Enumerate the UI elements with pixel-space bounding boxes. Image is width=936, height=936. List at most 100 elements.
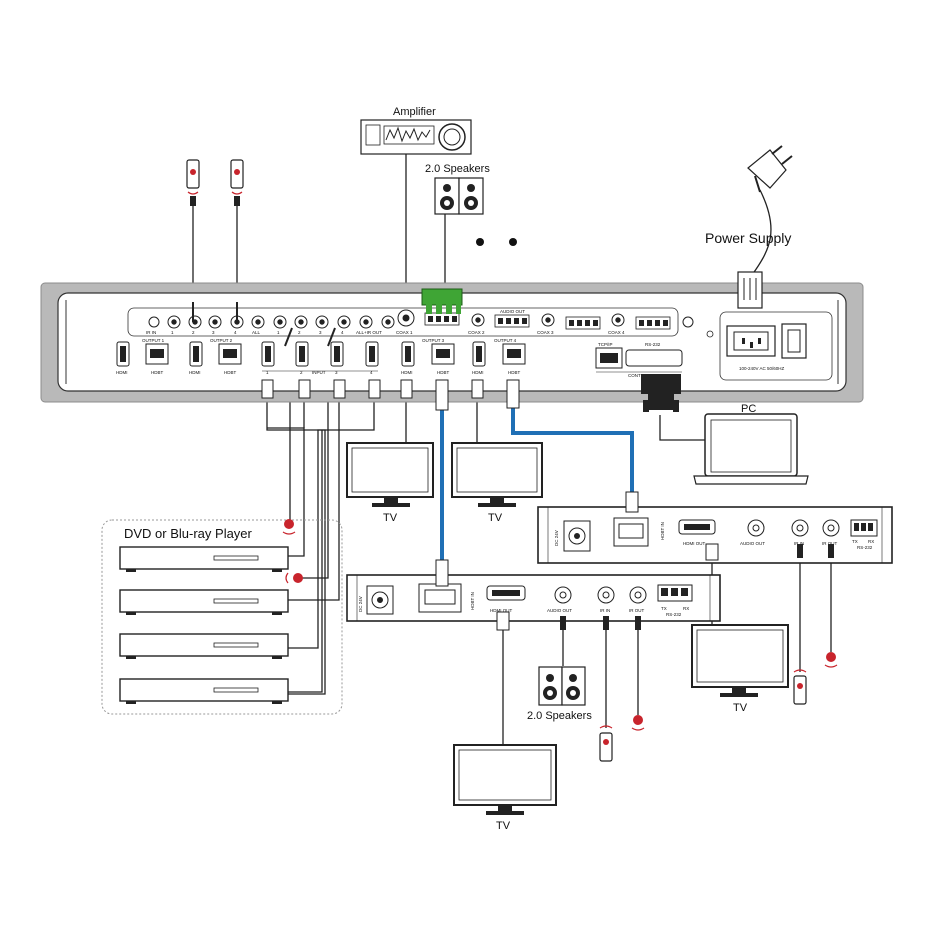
rs232-label: RS-232: [645, 342, 661, 347]
r2-audio-out-label: AUDIO OUT: [740, 541, 765, 546]
tv-3-label: TV: [733, 702, 748, 714]
ir-emitters-dvd: [282, 519, 303, 584]
dot-2: [509, 238, 517, 246]
in1-label: 1: [266, 370, 269, 375]
r2-ir-in-label: IR IN: [794, 541, 804, 546]
ir-2-label: 2: [192, 330, 195, 335]
speakers-bottom: [538, 666, 586, 706]
coax1-label: COAX 1: [396, 330, 413, 335]
ir-3-label: 3: [212, 330, 215, 335]
out-ir-2-label: 2: [298, 330, 301, 335]
hdbt-label-3: HDBT: [437, 370, 450, 375]
dvd-group: [101, 519, 343, 715]
r1-tx-label: TX: [661, 606, 667, 611]
r2-rx-label: RX: [868, 539, 874, 544]
speakers-top-label: 2.0 Speakers: [425, 163, 490, 175]
r2-tx-label: TX: [852, 539, 858, 544]
output1-label: OUTPUT 1: [142, 338, 165, 343]
r1-hdmi-plug: [496, 611, 510, 631]
in4-label: 4: [370, 370, 373, 375]
hdmi-label-4: HDMI: [472, 370, 484, 375]
speakers-top: [434, 177, 484, 215]
wall-plug-icon: [747, 145, 793, 193]
ir-receiver-sensor-r1: [599, 725, 613, 762]
tv-4-label: TV: [496, 820, 511, 832]
out-ir-4-label: 4: [341, 330, 344, 335]
power-plug: [737, 271, 763, 309]
ir-all-label: ALL: [252, 330, 261, 335]
hdmi-label-3: HDMI: [401, 370, 413, 375]
coax2-label: COAX 2: [468, 330, 485, 335]
hdbt-label-1: HDBT: [151, 370, 164, 375]
r2-hdbt-in-label: HDBT IN: [660, 522, 665, 540]
in3-label: 3: [335, 370, 338, 375]
pc-label: PC: [741, 403, 756, 415]
power-inlet: [726, 325, 776, 357]
r1-audio-out-label: AUDIO OUT: [547, 608, 572, 613]
coax3-label: COAX 3: [537, 330, 554, 335]
tcpip-label: TCP/IP: [598, 342, 613, 347]
coax4-label: COAX 4: [608, 330, 625, 335]
hdbt-label-4: HDBT: [508, 370, 521, 375]
r2-rs232-label: RS-232: [857, 545, 873, 550]
out-ir-3-label: 3: [319, 330, 322, 335]
serial-connector: [641, 374, 681, 412]
amplifier-label: Amplifier: [393, 106, 436, 118]
green-audio-connector: [421, 288, 463, 314]
r1-rs232-label: RS-232: [666, 612, 682, 617]
matrix-switcher: IR IN 1 2 3 4 ALL 1 2 3 4 ALL+IR OUT COA…: [40, 282, 864, 403]
power-supply-label: Power Supply: [705, 230, 791, 246]
all-ir-out-label: ALL+IR OUT: [356, 330, 382, 335]
output4-label: OUTPUT 4: [494, 338, 517, 343]
in2-label: 2: [300, 370, 303, 375]
hdbt-cables: [440, 408, 634, 562]
r1-dc24v-label: DC 24V: [358, 596, 363, 612]
ir-1-label: 1: [171, 330, 174, 335]
tv-remote-right: [691, 624, 789, 697]
ir-receiver-sensor-r2: [793, 669, 807, 705]
r1-hdmi-out-label: HDMI OUT: [490, 608, 512, 613]
cables: [192, 154, 832, 745]
audio-terminals: [424, 312, 671, 330]
r2-hdmi-out-label: HDMI OUT: [683, 541, 705, 546]
dvd-label: DVD or Blu-ray Player: [124, 526, 253, 541]
tv-1-label: TV: [383, 512, 398, 524]
tv-local-2: [451, 442, 543, 507]
ir-4-label: 4: [234, 330, 237, 335]
r1-rx-label: RX: [683, 606, 689, 611]
ir-sensors-top: [186, 159, 244, 206]
control-label: CONTROL: [628, 373, 650, 378]
r2-dc24v-label: DC 24V: [554, 530, 559, 546]
r1-ir-in-label: IR IN: [600, 608, 610, 613]
out-ir-1-label: 1: [277, 330, 280, 335]
ir-plugs-matrix: [192, 302, 336, 347]
tv-2-label: TV: [488, 512, 503, 524]
r2-hdmi-plug: [705, 543, 719, 561]
r2-ir-out-label: IR OUT: [822, 541, 838, 546]
hdmi-label-2: HDMI: [189, 370, 201, 375]
tv-local-1: [346, 442, 434, 507]
input-label: INPUT: [312, 370, 326, 375]
r1-rj45-plug: [435, 559, 449, 587]
hdmi-label-1: HDMI: [116, 370, 128, 375]
pc-laptop: [693, 413, 809, 485]
ir-emitter-r2: [824, 652, 838, 668]
speakers-bottom-label: 2.0 Speakers: [527, 710, 592, 722]
rj45-plugs: [435, 379, 520, 411]
hdmi-plugs: [261, 379, 484, 399]
ir-in-label: IR IN: [146, 330, 156, 335]
receiver-center: [346, 574, 721, 622]
ir-jacks: [148, 309, 694, 329]
dot-1: [476, 238, 484, 246]
output2-label: OUTPUT 2: [210, 338, 233, 343]
r1-hdbt-in-label: HDBT IN: [470, 592, 475, 610]
r2-rj45-plug: [625, 491, 639, 513]
amplifier: [360, 119, 472, 155]
ir-plug-heads: [560, 544, 834, 630]
audio-out-label: AUDIO OUT: [500, 309, 525, 314]
power-rating-label: 100-240V AC 50/60HZ: [739, 366, 785, 371]
power-switch: [781, 323, 807, 359]
tv-remote-bottom: [453, 744, 557, 815]
output3-label: OUTPUT 3: [422, 338, 445, 343]
